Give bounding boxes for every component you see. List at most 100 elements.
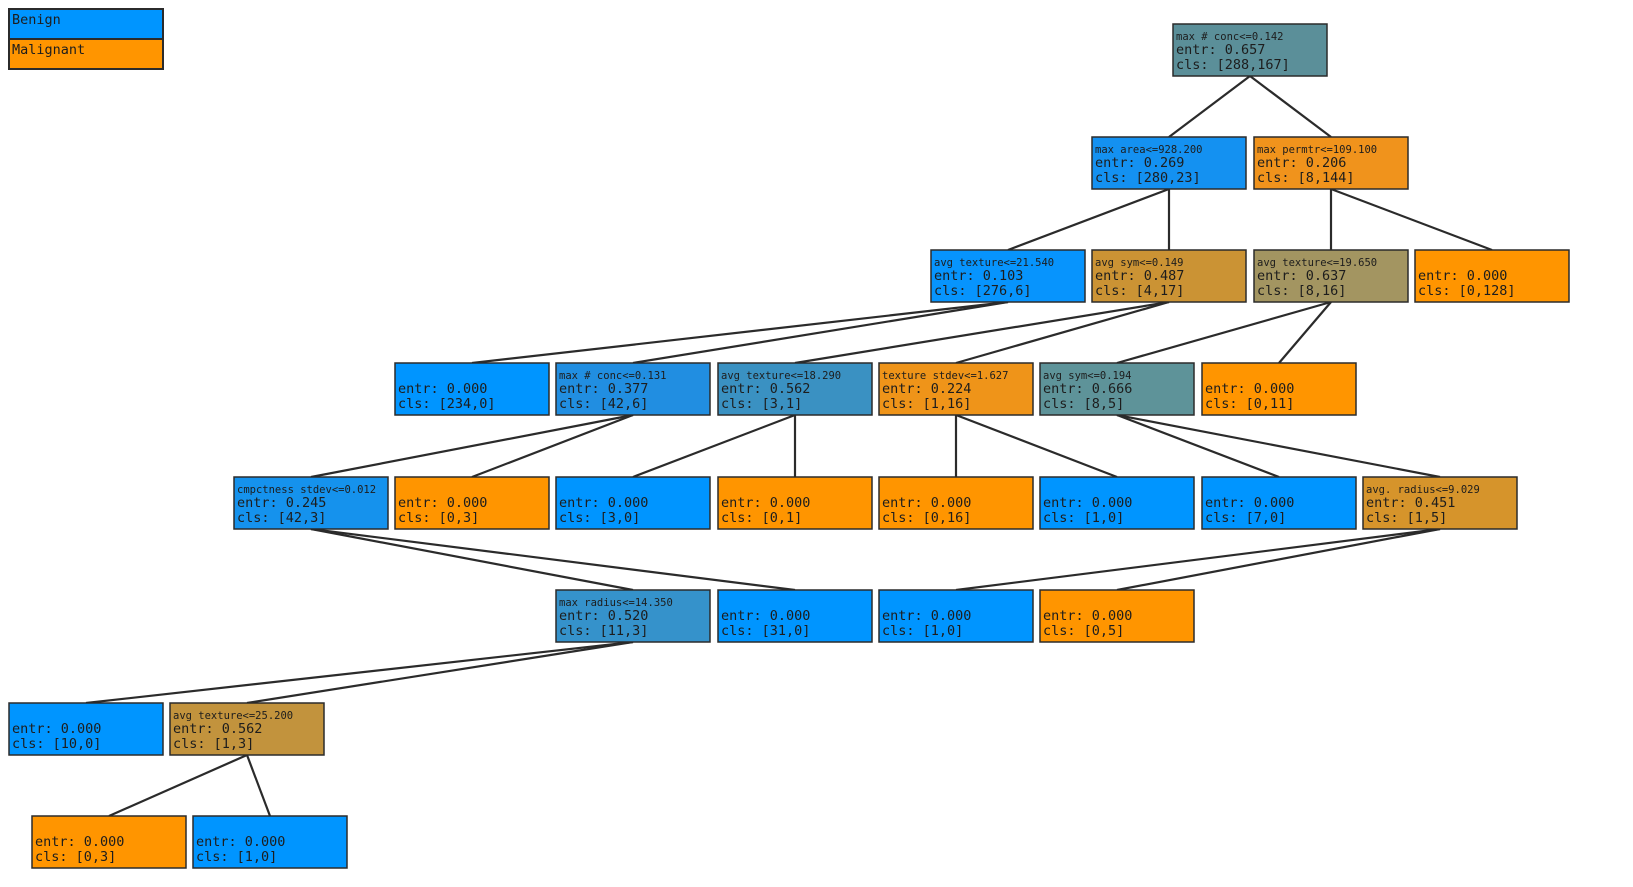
node-class-counts: cls: [0,3] xyxy=(35,849,116,865)
node-split-rule: max permtr<=109.100 xyxy=(1257,144,1377,156)
node-split-rule: texture stdev<=1.627 xyxy=(882,370,1008,382)
node-box xyxy=(1172,23,1328,77)
tree-edge xyxy=(1116,527,1441,592)
node-split-rule: max # conc<=0.131 xyxy=(559,370,666,382)
node-box xyxy=(394,362,550,416)
node-class-counts: cls: [1,5] xyxy=(1366,510,1447,526)
tree-edge xyxy=(310,413,634,479)
node-box xyxy=(878,589,1034,643)
node-entropy: entr: 0.000 xyxy=(1418,268,1507,284)
node-class-counts: cls: [276,6] xyxy=(934,283,1032,299)
node-class-counts: cls: [42,6] xyxy=(559,396,648,412)
tree-edge xyxy=(1249,75,1332,138)
tree-edge xyxy=(1116,413,1441,479)
legend-swatch-benign xyxy=(8,8,164,40)
node-class-counts: cls: [234,0] xyxy=(398,396,496,412)
tree-edge xyxy=(632,300,1009,365)
node-entropy: entr: 0.451 xyxy=(1366,495,1455,511)
tree-edge xyxy=(310,527,796,592)
node-box xyxy=(233,476,389,530)
node-entropy: entr: 0.000 xyxy=(35,834,124,850)
tree-edge xyxy=(632,413,796,479)
node-class-counts: cls: [1,0] xyxy=(882,623,963,639)
node-entropy: entr: 0.000 xyxy=(1205,495,1294,511)
node-entropy: entr: 0.520 xyxy=(559,608,648,624)
node-class-counts: cls: [7,0] xyxy=(1205,510,1286,526)
node-entropy: entr: 0.103 xyxy=(934,268,1023,284)
node-box xyxy=(1201,362,1357,416)
node-class-counts: cls: [0,11] xyxy=(1205,396,1294,412)
node-entropy: entr: 0.245 xyxy=(237,495,326,511)
node-class-counts: cls: [8,16] xyxy=(1257,283,1346,299)
node-box xyxy=(1201,476,1357,530)
node-entropy: entr: 0.000 xyxy=(721,608,810,624)
node-entropy: entr: 0.000 xyxy=(559,495,648,511)
node-box xyxy=(1091,249,1247,303)
node-entropy: entr: 0.206 xyxy=(1257,155,1346,171)
node-class-counts: cls: [8,144] xyxy=(1257,170,1355,186)
node-box xyxy=(1253,136,1409,190)
node-class-counts: cls: [1,16] xyxy=(882,396,971,412)
tree-edge xyxy=(1330,187,1493,252)
node-entropy: entr: 0.000 xyxy=(12,721,101,737)
node-box xyxy=(1039,476,1195,530)
tree-edge xyxy=(108,753,248,818)
node-entropy: entr: 0.562 xyxy=(721,381,810,397)
node-entropy: entr: 0.637 xyxy=(1257,268,1346,284)
node-class-counts: cls: [280,23] xyxy=(1095,170,1201,186)
node-entropy: entr: 0.562 xyxy=(173,721,262,737)
legend-label: Benign xyxy=(12,12,61,28)
node-class-counts: cls: [3,1] xyxy=(721,396,802,412)
node-box xyxy=(394,476,550,530)
node-box xyxy=(878,476,1034,530)
tree-edge xyxy=(85,640,634,705)
node-entropy: entr: 0.000 xyxy=(1205,381,1294,397)
node-class-counts: cls: [11,3] xyxy=(559,623,648,639)
node-split-rule: avg sym<=0.149 xyxy=(1095,257,1184,269)
node-box xyxy=(717,362,873,416)
node-entropy: entr: 0.269 xyxy=(1095,155,1184,171)
node-box xyxy=(555,589,711,643)
node-split-rule: cmpctness stdev<=0.012 xyxy=(237,484,376,496)
node-class-counts: cls: [0,5] xyxy=(1043,623,1124,639)
tree-edge xyxy=(955,413,1118,479)
node-entropy: entr: 0.666 xyxy=(1043,381,1132,397)
node-class-counts: cls: [1,0] xyxy=(196,849,277,865)
node-entropy: entr: 0.224 xyxy=(882,381,971,397)
node-box xyxy=(169,702,325,756)
node-box xyxy=(192,815,348,869)
node-box xyxy=(1039,589,1195,643)
node-split-rule: avg texture<=21.540 xyxy=(934,257,1054,269)
node-box xyxy=(555,476,711,530)
node-box xyxy=(1362,476,1518,530)
tree-edge xyxy=(310,527,634,592)
node-entropy: entr: 0.000 xyxy=(398,495,487,511)
node-class-counts: cls: [1,0] xyxy=(1043,510,1124,526)
node-box xyxy=(1253,249,1409,303)
node-class-counts: cls: [42,3] xyxy=(237,510,326,526)
tree-edge xyxy=(471,300,1009,365)
node-entropy: entr: 0.000 xyxy=(196,834,285,850)
node-class-counts: cls: [8,5] xyxy=(1043,396,1124,412)
